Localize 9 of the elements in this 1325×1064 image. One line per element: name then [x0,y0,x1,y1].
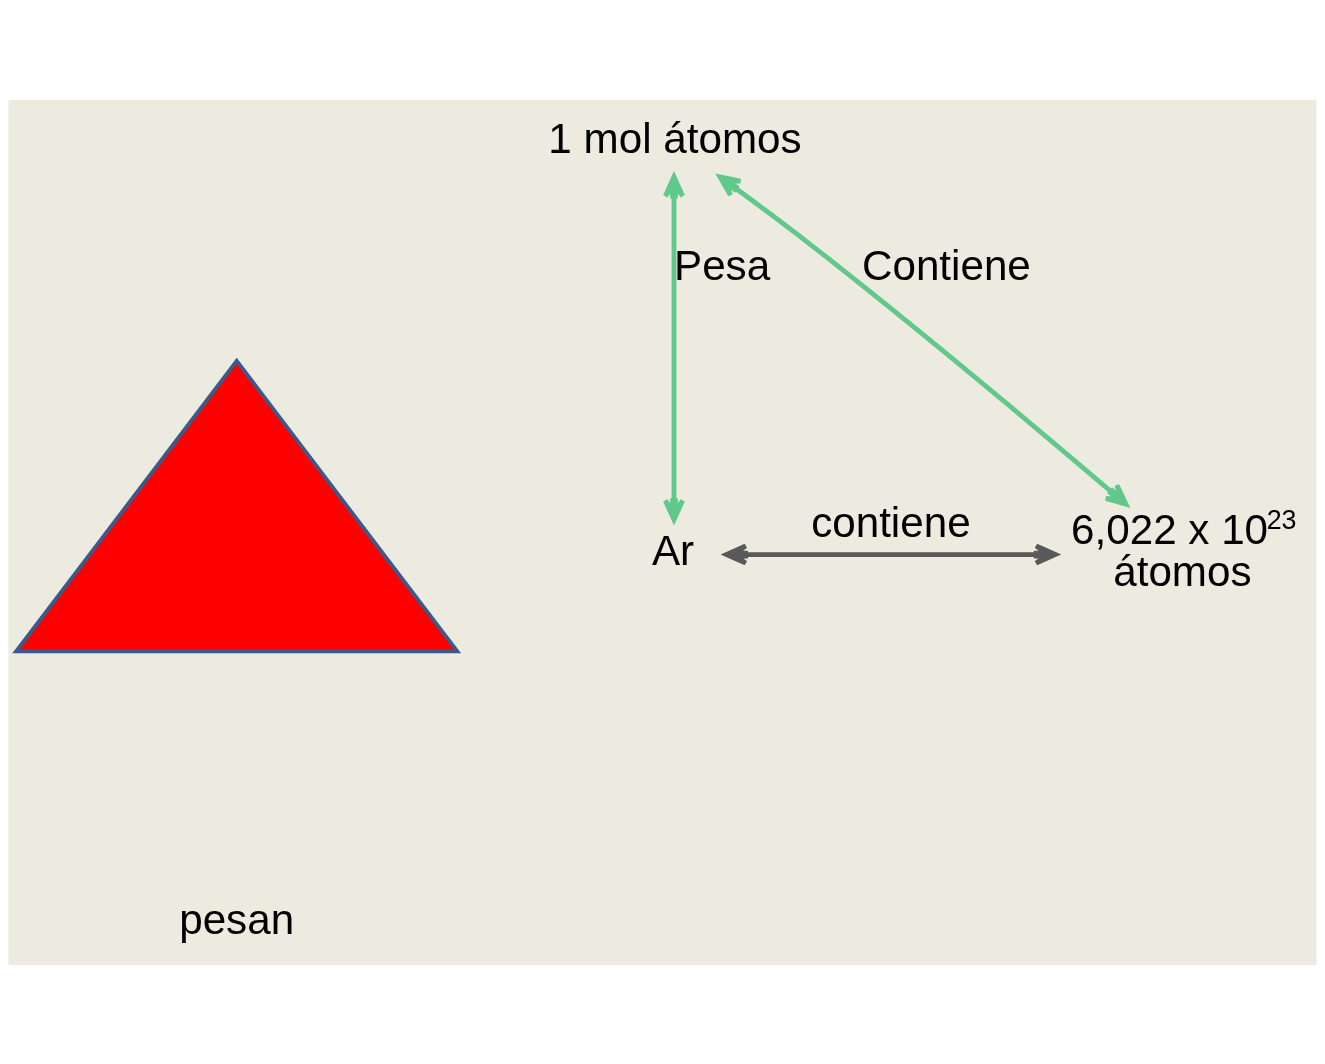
arrow [717,174,1129,507]
edge-label: Contiene [861,241,1031,289]
label: pesan [179,895,295,943]
edge-label: contiene [811,498,971,546]
node-text: 1 mol átomos [548,114,802,162]
node-triangle [12,357,462,653]
edge-label: Pesa [674,241,771,289]
node-text: Ar [651,526,695,574]
node-text: 6,022 x 10$^{23}$ átomos [1071,504,1297,595]
